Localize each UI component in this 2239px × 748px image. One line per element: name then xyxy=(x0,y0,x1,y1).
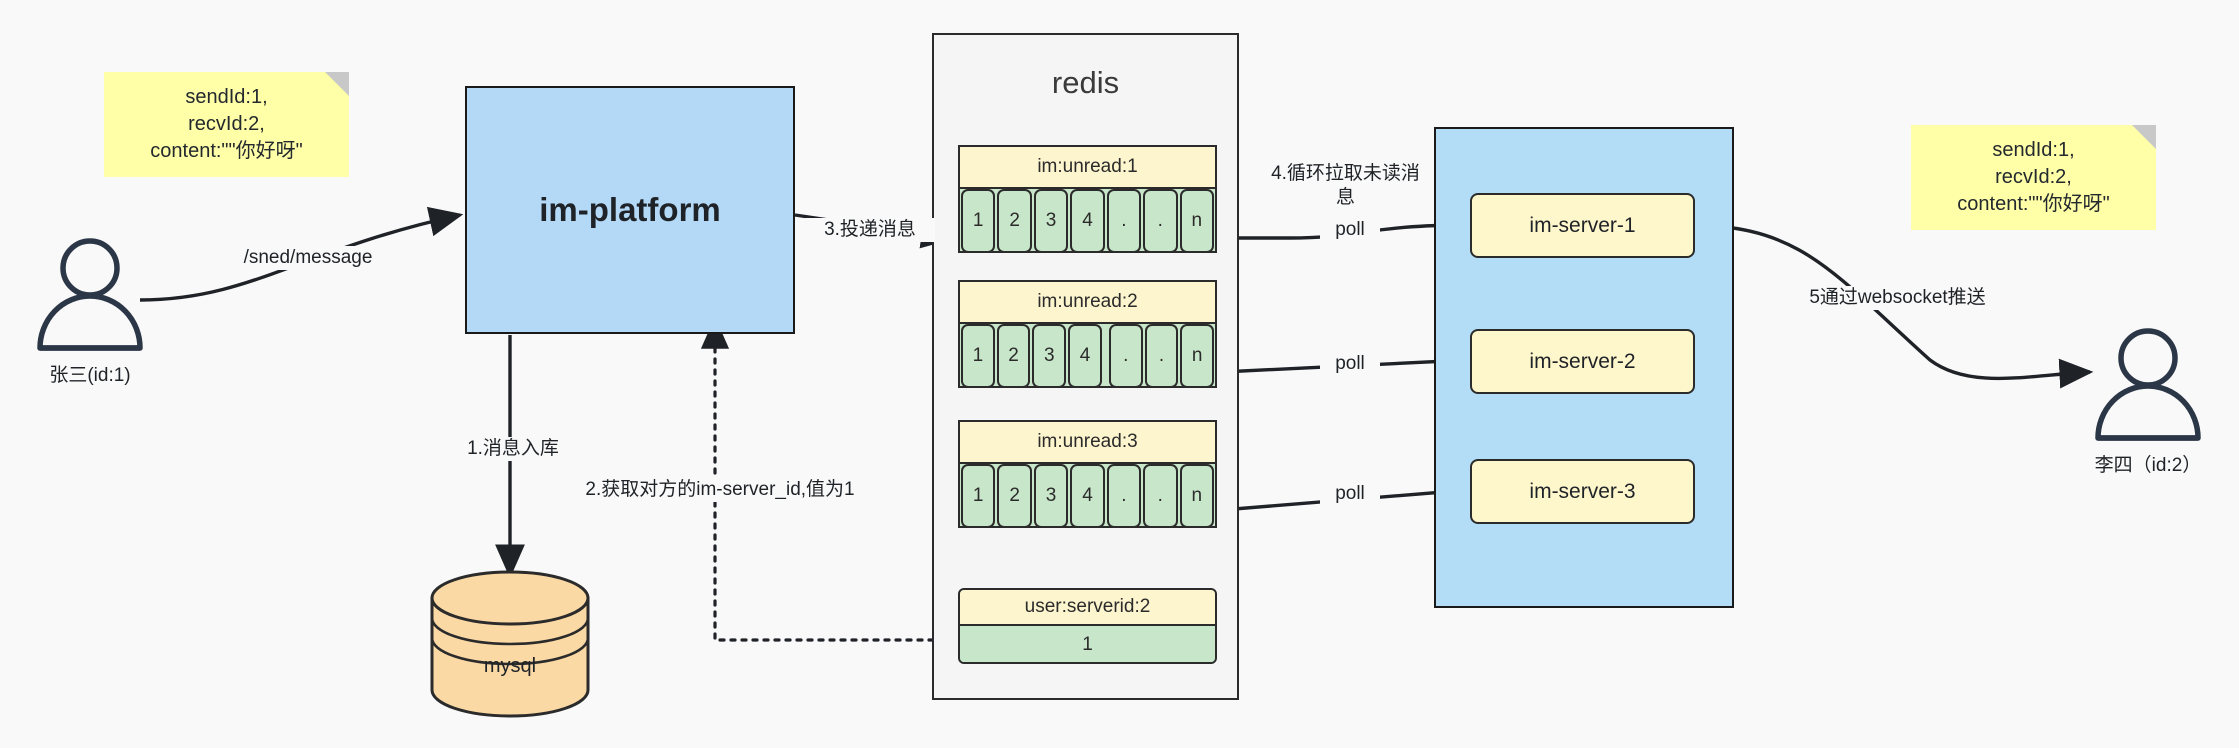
edge-label-send-message: /sned/message xyxy=(228,246,388,270)
queue-cell[interactable]: 3 xyxy=(1032,324,1067,388)
queue-cell[interactable]: 4 xyxy=(1070,189,1105,253)
edge-label-step5: 5通过websocket推送 xyxy=(1790,286,2005,310)
sender-message-note: sendId:1, recvId:2, content:""你好呀" xyxy=(104,72,349,177)
queue-cell[interactable]: n xyxy=(1179,464,1214,528)
redis-panel: redis im:unread:1 1 2 3 4 . . n im:unrea… xyxy=(932,33,1239,700)
queue-cell[interactable]: 3 xyxy=(1033,189,1069,253)
redis-title: redis xyxy=(1051,65,1120,100)
queue-cell[interactable]: 1 xyxy=(961,189,996,253)
queue-cell[interactable]: 2 xyxy=(996,324,1031,388)
queue-cell[interactable]: n xyxy=(1179,189,1214,253)
receiver-actor-icon xyxy=(2095,328,2201,441)
receiver-message-note-text: sendId:1, recvId:2, content:""你好呀" xyxy=(1957,139,2110,215)
database-label: mysql xyxy=(483,655,537,677)
queue-cell[interactable]: 2 xyxy=(997,189,1032,253)
queue-cell[interactable]: . xyxy=(1144,324,1179,388)
edge-label-poll-2: poll xyxy=(1320,352,1380,376)
note-fold-corner xyxy=(2132,125,2156,149)
im-platform-box[interactable]: im-platform xyxy=(465,86,795,334)
im-server-3-label: im-server-3 xyxy=(1529,479,1636,503)
redis-queue-1[interactable]: im:unread:1 1 2 3 4 . . n xyxy=(958,145,1217,253)
im-server-group: im-server-1 im-server-2 im-server-3 xyxy=(1434,127,1734,608)
sender-actor-icon xyxy=(37,238,143,351)
redis-user-serverid-entry[interactable]: user:serverid:2 1 xyxy=(958,588,1217,664)
edge-label-step1: 1.消息入库 xyxy=(448,437,578,461)
im-server-1-box[interactable]: im-server-1 xyxy=(1470,193,1695,258)
queue-cell[interactable]: 2 xyxy=(997,464,1032,528)
im-server-2-label: im-server-2 xyxy=(1529,349,1636,373)
queue-key-label: im:unread:3 xyxy=(960,422,1215,464)
im-server-3-box[interactable]: im-server-3 xyxy=(1470,459,1695,524)
im-platform-label: im-platform xyxy=(539,191,721,228)
edge-label-step3: 3.投递消息 xyxy=(805,218,935,242)
queue-cell[interactable]: . xyxy=(1108,324,1143,388)
queue-cells: 1 2 3 4 . . n xyxy=(960,189,1215,253)
queue-cell[interactable]: 1 xyxy=(961,324,995,388)
sender-message-note-text: sendId:1, recvId:2, content:""你好呀" xyxy=(150,86,303,162)
queue-cell[interactable]: . xyxy=(1106,464,1142,528)
kv-key-label: user:serverid:2 xyxy=(960,590,1215,626)
note-fold-corner xyxy=(325,72,349,96)
queue-cell[interactable]: 3 xyxy=(1033,464,1069,528)
queue-cell[interactable]: . xyxy=(1106,189,1142,253)
sender-actor-label: 张三(id:1) xyxy=(49,365,131,386)
edge-label-step4: 4.循环拉取未读消 息 xyxy=(1258,162,1433,210)
queue-cell[interactable]: . xyxy=(1143,464,1178,528)
database-cylinder-icon xyxy=(430,570,590,718)
edge-label-step2: 2.获取对方的im-server_id,值为1 xyxy=(570,478,870,502)
edge-label-poll-1: poll xyxy=(1320,218,1380,242)
receiver-message-note: sendId:1, recvId:2, content:""你好呀" xyxy=(1911,125,2156,230)
edge-label-poll-3: poll xyxy=(1320,482,1380,506)
queue-cell[interactable]: 4 xyxy=(1070,464,1105,528)
kv-value-label: 1 xyxy=(960,626,1215,662)
redis-queue-2[interactable]: im:unread:2 1 2 3 4 . . n xyxy=(958,280,1217,388)
queue-cells: 1 2 3 4 . . n xyxy=(960,464,1215,528)
redis-queue-3[interactable]: im:unread:3 1 2 3 4 . . n xyxy=(958,420,1217,528)
queue-key-label: im:unread:1 xyxy=(960,147,1215,189)
queue-cell[interactable]: 4 xyxy=(1068,324,1102,388)
receiver-actor-label: 李四（id:2） xyxy=(2094,455,2202,476)
im-server-2-box[interactable]: im-server-2 xyxy=(1470,329,1695,394)
queue-cell[interactable]: n xyxy=(1180,324,1215,388)
im-server-1-label: im-server-1 xyxy=(1529,213,1636,237)
queue-cells: 1 2 3 4 . . n xyxy=(960,324,1215,388)
queue-cell[interactable]: . xyxy=(1143,189,1178,253)
queue-key-label: im:unread:2 xyxy=(960,282,1215,324)
queue-cell[interactable]: 1 xyxy=(961,464,996,528)
